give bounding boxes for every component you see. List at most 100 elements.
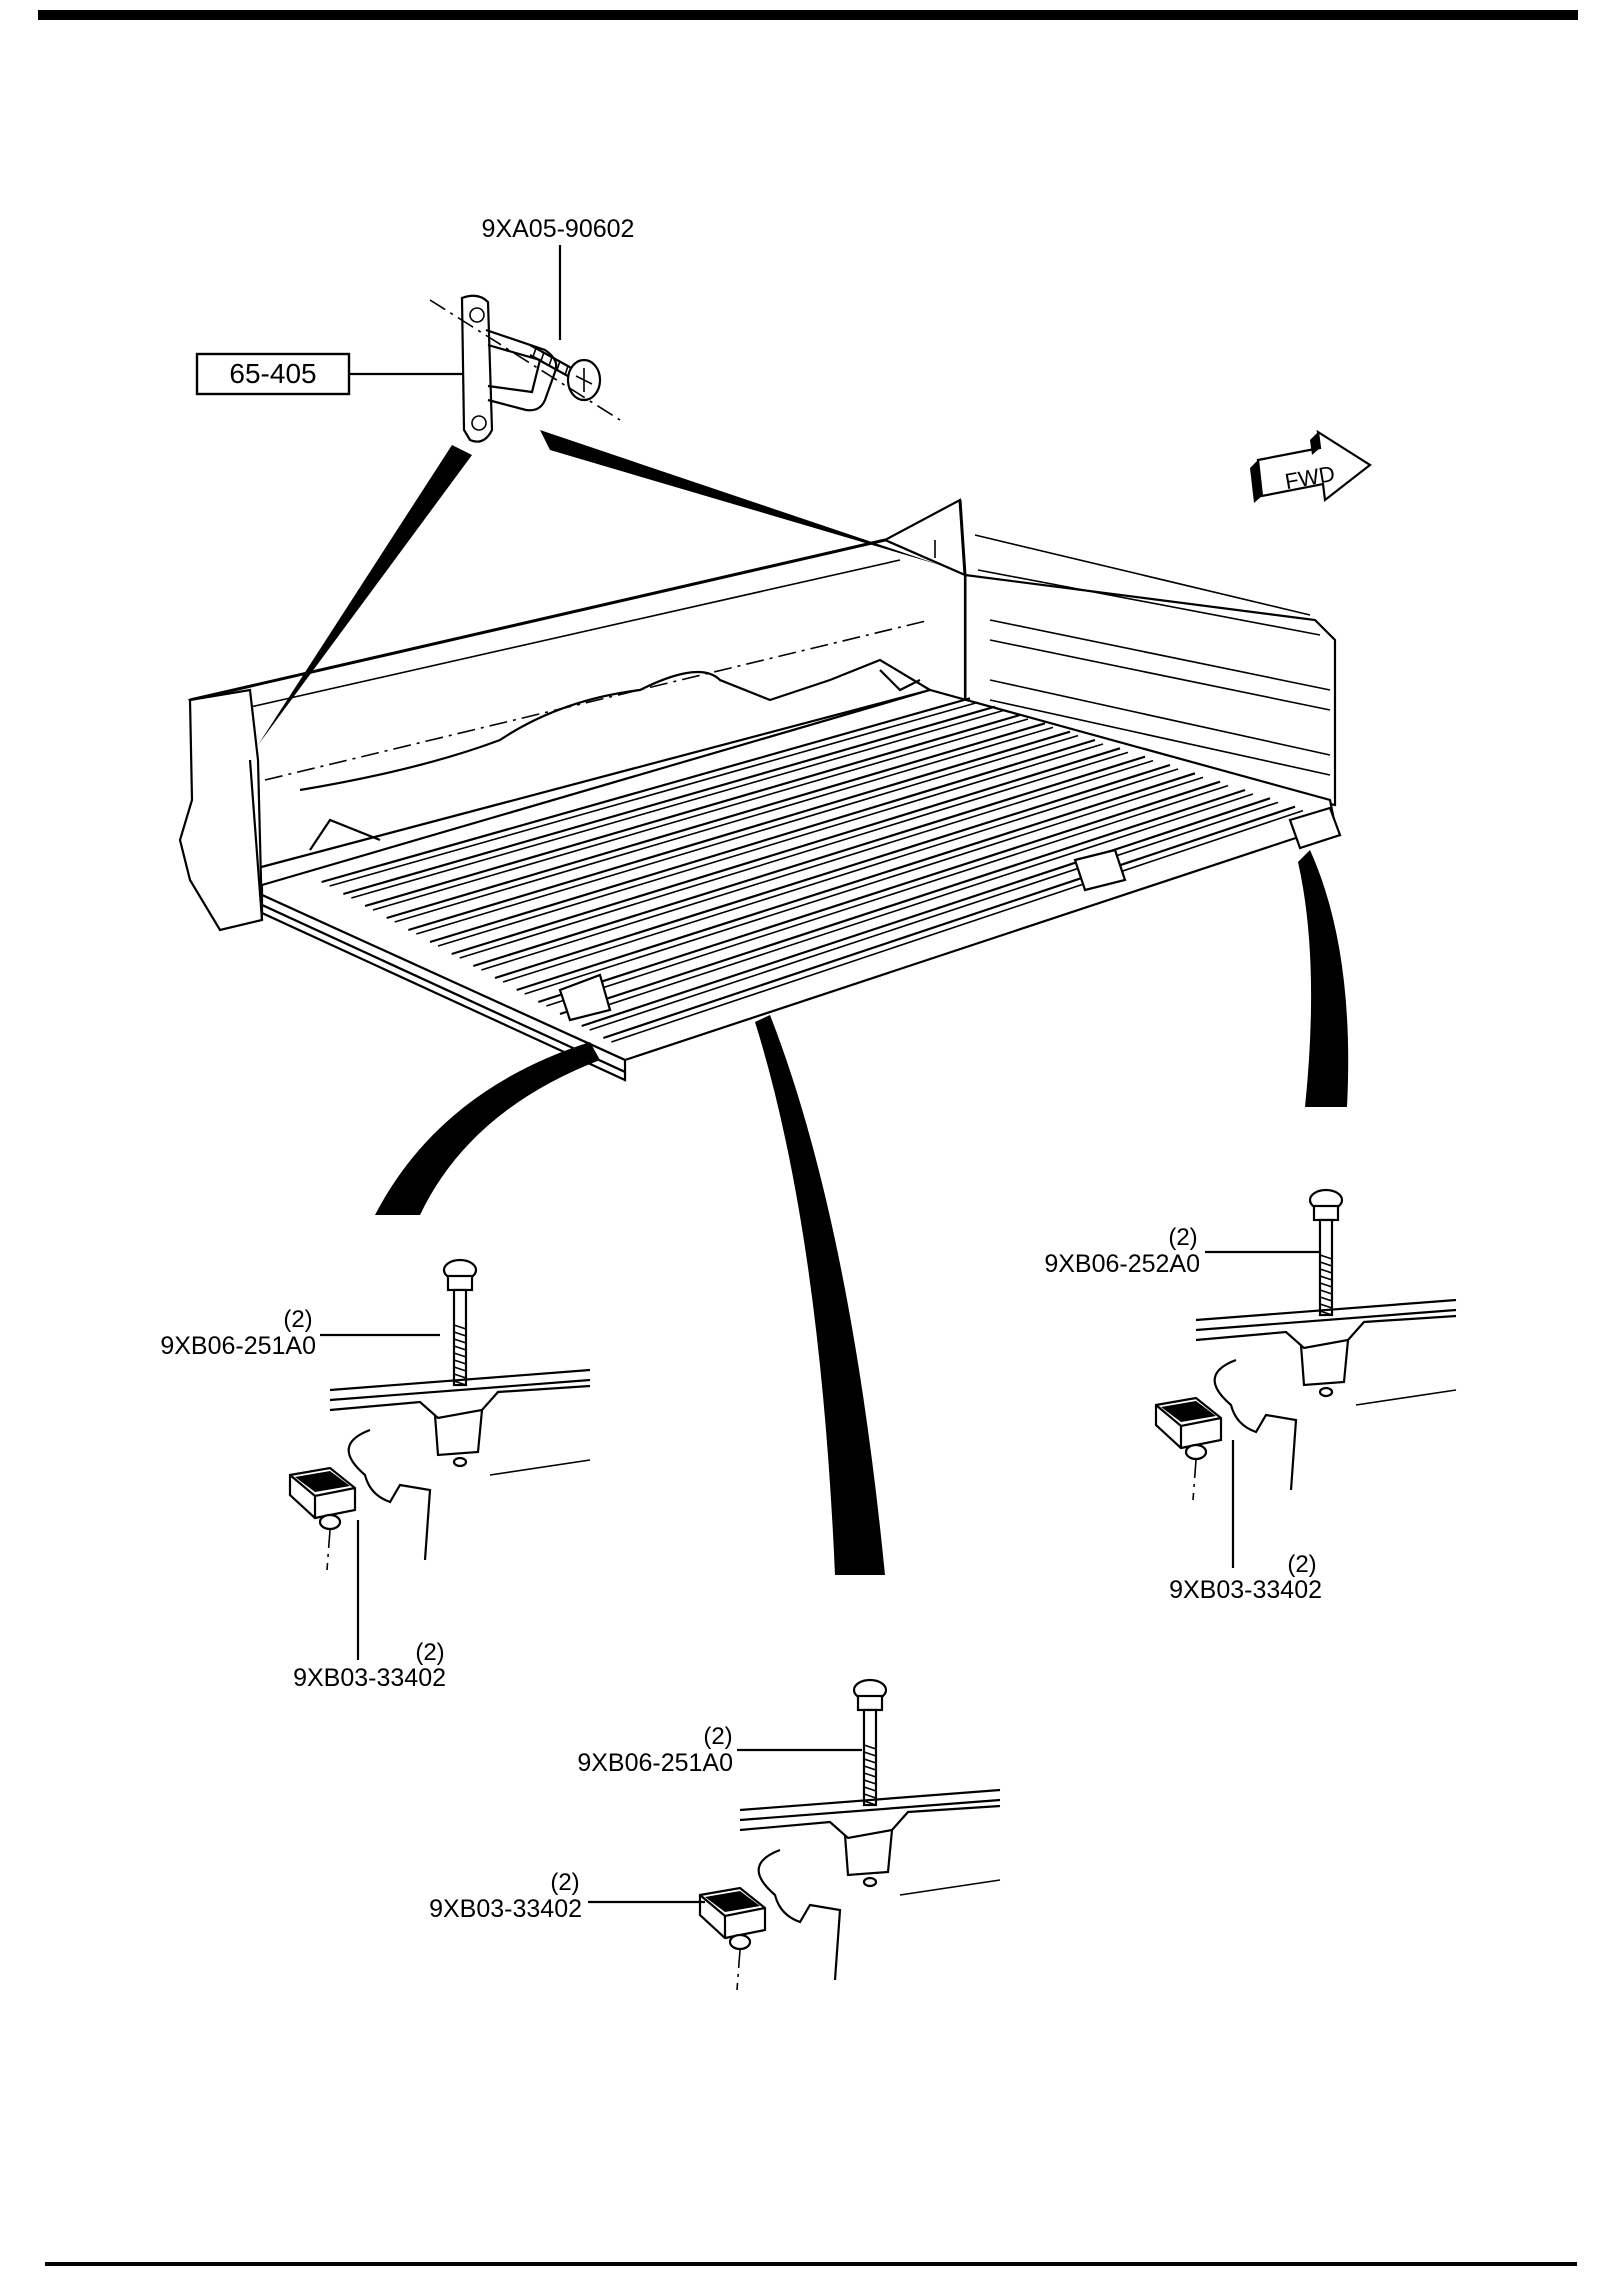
floor-rib: [451, 747, 1121, 956]
bolt-mid-part-number[interactable]: 9XB06-251A0: [577, 1749, 733, 1777]
bolt-tip: [452, 1456, 468, 1468]
center-line: [1192, 1459, 1197, 1501]
clip-nut-edge: [699, 1894, 766, 1938]
bolt-front-qty: (2): [283, 1306, 312, 1333]
bracket-icon: [433, 1409, 484, 1457]
frame-edge: [489, 1459, 591, 1476]
frame-outline: [347, 1428, 432, 1561]
floor-rib: [386, 722, 1046, 920]
bracket-icon: [1299, 1339, 1350, 1387]
fwd-arrow: FWD: [1250, 429, 1372, 503]
bolt-thread: [863, 1758, 877, 1764]
bolt-rear-part-number[interactable]: 9XB06-252A0: [1044, 1250, 1200, 1278]
clip-nut-boss: [318, 1513, 342, 1531]
bolt-thread: [1319, 1268, 1333, 1274]
floor-rib: [364, 713, 1021, 908]
rail-flange: [1195, 1314, 1457, 1350]
bolt-thread: [863, 1772, 877, 1778]
floor-rib-edge: [524, 776, 1204, 995]
bolt-thread: [1319, 1296, 1333, 1302]
frame-outline: [1213, 1358, 1298, 1491]
rail-line: [739, 1788, 1001, 1812]
floor-rib: [473, 755, 1146, 968]
truck-bed-illustration: [178, 498, 1342, 1082]
bolt-thread: [1319, 1275, 1333, 1281]
ref-box-group: 65-405: [195, 352, 462, 396]
floor-rib-edge: [459, 751, 1129, 959]
bolt-thread: [453, 1338, 467, 1344]
center-line: [736, 1949, 741, 1991]
bolt-rear-qty: (2): [1168, 1224, 1197, 1251]
floor-rib-edge: [589, 801, 1279, 1031]
leader-wedge-hook-tailgate: [258, 445, 472, 745]
floor-rib-edge: [567, 793, 1254, 1019]
frame-edge: [1355, 1389, 1457, 1406]
bolt-thread: [863, 1765, 877, 1771]
leader-curve-mid: [755, 1015, 885, 1575]
floor-rib: [429, 738, 1096, 944]
floor-rib-edge: [481, 759, 1154, 971]
rail-flange: [329, 1384, 591, 1420]
bolt-washer: [1312, 1204, 1340, 1222]
tie-down-hook: [460, 294, 494, 443]
bolt-thread: [453, 1352, 467, 1358]
bolt-washer: [446, 1274, 474, 1292]
nut-mid-part-number[interactable]: 9XB03-33402: [429, 1895, 582, 1923]
clip-nut-shade: [1161, 1401, 1216, 1422]
rail-line: [329, 1378, 591, 1402]
clip-nut-shade: [705, 1891, 760, 1912]
screw-icon: [529, 344, 602, 402]
bolt-thread: [863, 1786, 877, 1792]
bolt-tip: [862, 1876, 878, 1888]
floor-rib: [343, 705, 996, 896]
nut-rear-part-number[interactable]: 9XB03-33402: [1169, 1576, 1322, 1604]
nut-front-part-number[interactable]: 9XB03-33402: [293, 1664, 446, 1692]
clip-nut-boss: [1184, 1443, 1208, 1461]
floor-rib: [516, 772, 1196, 992]
clip-nut-boss: [728, 1933, 752, 1951]
detail-mid: [698, 1678, 1001, 1991]
bolt-thread: [453, 1366, 467, 1372]
floor-rib-edge: [372, 718, 1029, 911]
clip-nut-edge: [1155, 1404, 1222, 1448]
rail-flange: [739, 1804, 1001, 1840]
bolt-thread: [1319, 1254, 1333, 1260]
rail-line: [1195, 1298, 1457, 1322]
bolt-thread: [453, 1331, 467, 1337]
floor-rib-edge: [351, 709, 1004, 899]
bolt-thread: [863, 1793, 877, 1799]
nut-front-qty: (2): [415, 1639, 444, 1666]
bolt-thread: [453, 1345, 467, 1351]
bolt-thread: [1319, 1289, 1333, 1295]
bolt-mid-qty: (2): [703, 1723, 732, 1750]
bolt-thread: [1319, 1303, 1333, 1309]
bolt-thread: [1319, 1261, 1333, 1267]
detail-front: [288, 1258, 591, 1571]
clip-nut-edge: [289, 1474, 356, 1518]
nut-mid-qty: (2): [550, 1869, 579, 1896]
floor-rib-edge: [329, 701, 979, 887]
floor-rib-edge: [611, 809, 1304, 1043]
floor-rib: [321, 697, 971, 884]
frame-edge: [899, 1879, 1001, 1896]
bottom-rule: [45, 2262, 1577, 2266]
bolt-washer: [856, 1694, 884, 1712]
detail-rear: [1154, 1188, 1457, 1501]
floor-rib: [408, 730, 1071, 932]
top-rule: [38, 10, 1578, 20]
tie-down-hook-assembly: [429, 245, 621, 443]
bolt-thread: [863, 1800, 877, 1806]
leader-curve-rear: [1298, 850, 1349, 1107]
ref-box-label[interactable]: 65-405: [229, 358, 316, 389]
floor-rib: [581, 797, 1271, 1028]
floor-rib-edge: [502, 768, 1179, 983]
bolt-thread: [863, 1751, 877, 1757]
bolt-thread: [863, 1779, 877, 1785]
nut-rear-qty: (2): [1287, 1551, 1316, 1578]
hook-screw-part-number[interactable]: 9XA05-90602: [482, 215, 635, 243]
floor-rib-edge: [394, 726, 1054, 923]
bracket-icon: [843, 1829, 894, 1877]
bolt-thread: [453, 1380, 467, 1386]
bolt-front-part-number[interactable]: 9XB06-251A0: [160, 1332, 316, 1360]
